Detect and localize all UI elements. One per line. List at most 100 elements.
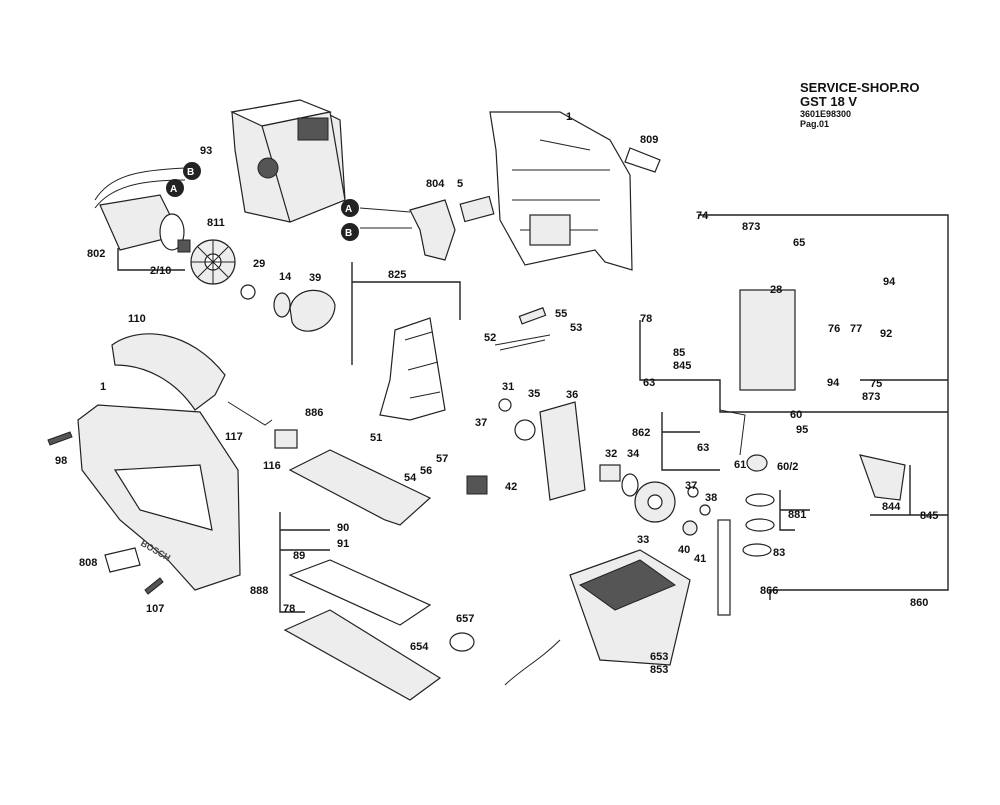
screw-107 <box>144 577 164 595</box>
part-label-l63b: 63 <box>697 442 709 454</box>
model-code: 3601E98300 <box>800 109 852 119</box>
cover-657 <box>449 632 475 652</box>
part-label-l54: 54 <box>404 472 417 484</box>
part-label-l40: 40 <box>678 544 690 556</box>
switch-unit <box>359 199 456 261</box>
part-label-l83: 83 <box>773 547 785 559</box>
connector-b-mid-label: B <box>345 228 352 239</box>
connector-b-left: B <box>183 162 201 180</box>
lever-116 <box>274 429 298 449</box>
part-label-l35: 35 <box>528 388 540 400</box>
ring-881a <box>745 493 775 507</box>
ring-83 <box>742 543 772 557</box>
cam-disc <box>289 289 336 332</box>
connector-b-mid: B <box>341 223 359 241</box>
part-label-l888: 888 <box>250 585 268 597</box>
part-label-l41: 41 <box>694 553 706 565</box>
housing-bottom: BOSCH <box>77 404 241 591</box>
screw-98 <box>47 431 73 446</box>
connector-b-label: B <box>187 167 194 178</box>
part-label-l873b: 873 <box>862 391 880 403</box>
part-label-l94b: 94 <box>827 377 840 389</box>
part-label-l76: 76 <box>828 323 840 335</box>
plunger-rod <box>717 519 731 616</box>
part-label-l5: 5 <box>457 178 463 190</box>
part-label-l602: 60/2 <box>777 461 798 473</box>
bush-40 <box>682 520 698 536</box>
model-name: GST 18 V <box>800 94 858 109</box>
part-label-l51: 51 <box>370 432 382 444</box>
connector-a-left: A <box>166 179 184 197</box>
part-label-l65: 65 <box>793 237 805 249</box>
part-label-l825: 825 <box>388 269 406 281</box>
part-label-l34: 34 <box>627 448 640 460</box>
part-label-l60: 60 <box>790 409 802 421</box>
baseplate <box>283 449 442 701</box>
bracket-line-881 <box>779 490 810 531</box>
part-label-l116: 116 <box>263 460 281 472</box>
part-label-l117: 117 <box>225 431 243 443</box>
part-label-l42: 42 <box>505 481 517 493</box>
pin-rod <box>494 334 551 351</box>
washer-38 <box>699 504 711 516</box>
part-label-l91: 91 <box>337 538 349 550</box>
part-label-l93: 93 <box>200 145 212 157</box>
part-label-l52: 52 <box>484 332 496 344</box>
part-label-l873a: 873 <box>742 221 760 233</box>
part-label-l1b: 1 <box>100 381 106 393</box>
part-label-l653: 653 <box>650 651 668 663</box>
part-label-l94a: 94 <box>883 276 896 288</box>
part-label-l37a: 37 <box>475 417 487 429</box>
gear-housing <box>379 317 446 421</box>
bracket-line-860 <box>698 214 949 600</box>
part-label-l61: 61 <box>734 459 746 471</box>
part-label-l844: 844 <box>882 501 901 513</box>
part-label-l77: 77 <box>850 323 862 335</box>
part-label-l32: 32 <box>605 448 617 460</box>
part-label-l808: 808 <box>79 557 97 569</box>
part-label-l110: 110 <box>128 313 146 325</box>
part-label-l98: 98 <box>55 455 67 467</box>
washer-37 <box>687 486 699 498</box>
part-label-l74: 74 <box>696 210 709 222</box>
part-label-l802: 802 <box>87 248 105 260</box>
drive-gear <box>634 481 676 523</box>
ring-881b <box>745 518 775 532</box>
part-label-l860: 860 <box>910 597 928 609</box>
part-label-l28: 28 <box>770 284 782 296</box>
connector-a-mid: A <box>341 199 359 217</box>
part-label-l654: 654 <box>410 641 429 653</box>
part-label-l85: 85 <box>673 347 685 359</box>
part-label-l862: 862 <box>632 427 650 439</box>
part-label-l809: 809 <box>640 134 658 146</box>
bracket-line-825 <box>351 262 461 365</box>
roller-bracket <box>539 401 586 501</box>
part-label-l866: 866 <box>760 585 778 597</box>
bracket-line-862 <box>661 412 720 471</box>
part-label-l57: 57 <box>436 453 448 465</box>
connector-a-mid-label: A <box>345 204 352 215</box>
guide-block <box>739 289 796 391</box>
connector-a-label: A <box>170 184 177 195</box>
washer-31 <box>498 398 512 412</box>
part-label-l37b: 37 <box>685 480 697 492</box>
part-label-l78a: 78 <box>640 313 652 325</box>
pin-head <box>518 307 547 325</box>
part-label-l78b: 78 <box>283 603 295 615</box>
shop-name: SERVICE-SHOP.RO <box>800 80 920 95</box>
part-label-l53: 53 <box>570 322 582 334</box>
bracket-line-888 <box>279 512 330 613</box>
part-label-l804: 804 <box>426 178 445 190</box>
part-label-l811: 811 <box>207 217 225 229</box>
part-label-l38: 38 <box>705 492 717 504</box>
guide-roller-844 <box>859 454 906 501</box>
bevel-gear <box>190 239 236 285</box>
handle-grip <box>111 333 226 411</box>
part-label-l39: 39 <box>309 272 321 284</box>
page-number: Pag.01 <box>800 119 830 129</box>
bracket-line-845 <box>870 465 948 516</box>
support-arm <box>719 409 746 456</box>
